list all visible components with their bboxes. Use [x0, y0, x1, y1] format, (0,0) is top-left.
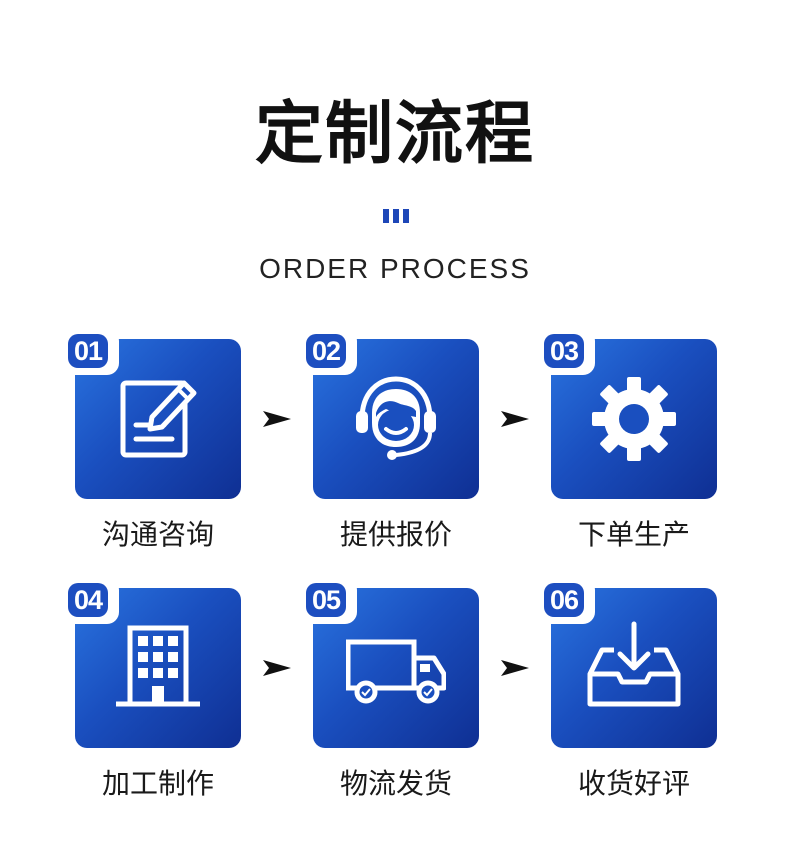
arrow-right-icon [501, 660, 529, 676]
process-step-1: 01 沟通咨询 [63, 329, 241, 569]
arrow-right-icon [501, 411, 529, 427]
step-number: 01 [68, 334, 108, 368]
arrow-right-icon [263, 660, 291, 676]
step-number-badge: 05 [301, 578, 357, 624]
step-label: 下单生产 [577, 518, 690, 551]
factory-building-icon [116, 625, 200, 707]
step-card [313, 339, 479, 499]
page-subtitle: ORDER PROCESS [259, 253, 531, 284]
gear-icon [592, 377, 676, 461]
step-number-badge: 06 [539, 578, 595, 624]
process-step-5: 05 物流发货 [301, 578, 479, 818]
arrow-right-icon [263, 411, 291, 427]
step-number-badge: 04 [63, 578, 119, 624]
step-number: 02 [306, 334, 346, 368]
step-label: 提供报价 [339, 518, 452, 551]
step-number: 03 [544, 334, 584, 368]
step-number-badge: 01 [63, 329, 119, 375]
step-label: 物流发货 [339, 767, 452, 800]
step-label: 收货好评 [577, 767, 690, 800]
step-label: 沟通咨询 [101, 518, 214, 551]
process-step-4: 04 加工制作 [63, 578, 241, 818]
customer-service-headset-icon [356, 376, 436, 460]
decorative-bars [383, 209, 409, 223]
step-label: 加工制作 [101, 767, 214, 800]
step-number-badge: 02 [301, 329, 357, 375]
delivery-truck-icon [346, 639, 446, 704]
step-number: 05 [306, 583, 346, 617]
process-step-2: 02 提供报价 [301, 329, 479, 569]
step-number: 04 [68, 583, 108, 617]
step-number-badge: 03 [539, 329, 595, 375]
inbox-download-icon [587, 621, 681, 707]
process-step-3: 03 下单生产 [539, 329, 717, 569]
edit-document-icon [120, 380, 197, 458]
process-step-6: 06 收货好评 [539, 578, 717, 818]
step-number: 06 [544, 583, 584, 617]
page-title: 定制流程 [254, 95, 535, 174]
